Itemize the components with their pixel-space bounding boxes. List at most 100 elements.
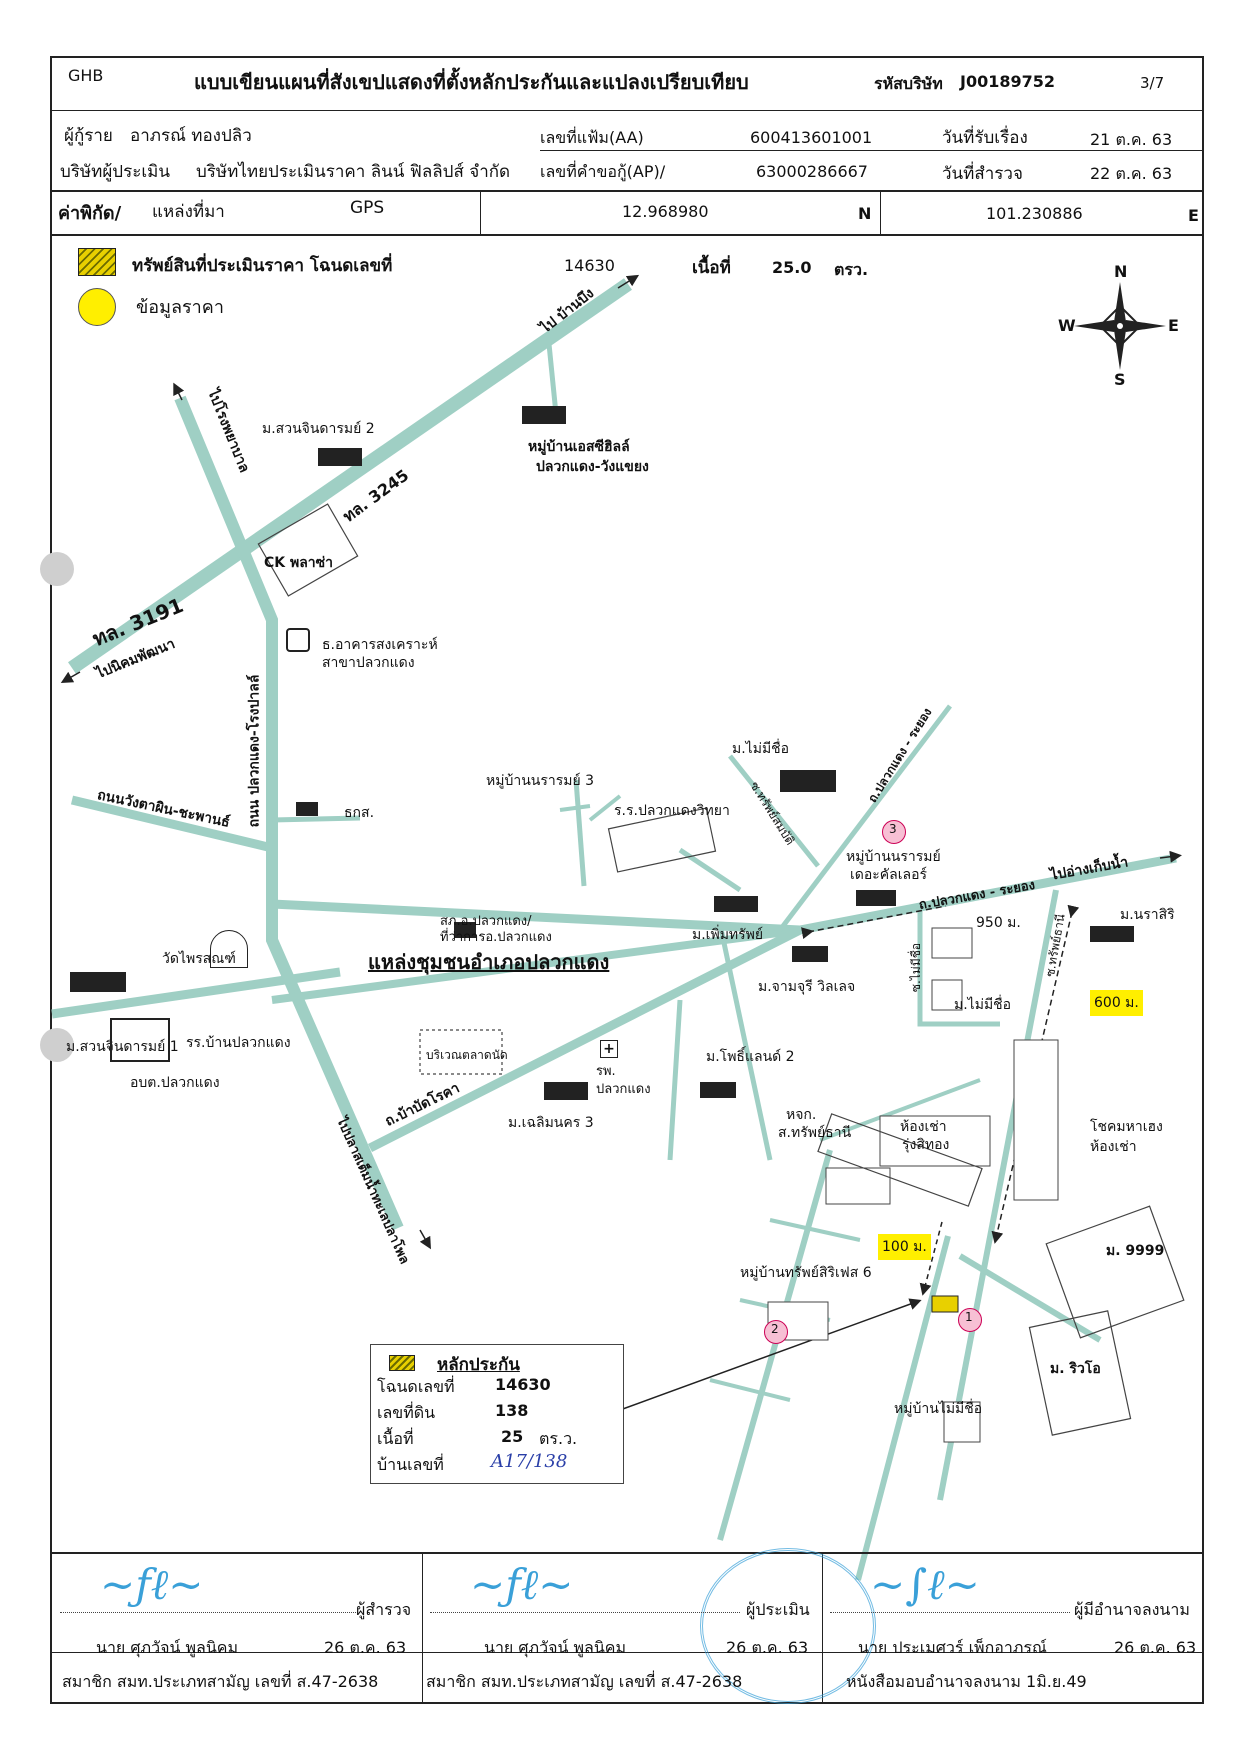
label-rivo: ม. ริวโอ — [1050, 1361, 1101, 1377]
label-school: ร.ร.ปลวกแดงวิทยา — [614, 803, 730, 819]
compass-e: E — [1168, 316, 1179, 335]
label-no-name-2: ม.ไม่มีชื่อ — [954, 997, 1012, 1013]
signature-line — [830, 1612, 1070, 1613]
divider — [50, 1552, 1204, 1554]
label-sc-hills: หมู่บ้านเอสซีฮิลล์ — [528, 439, 630, 455]
label-rd-pluak-rong: ถนน ปลวกแดง-โรงปาลล์ — [246, 674, 263, 828]
signature-note-1: สมาชิก สมท.ประเภทสามัญ เลขที่ ส.47-2638 — [62, 1672, 379, 1691]
label-m9999: ม. 9999 — [1106, 1243, 1165, 1259]
signature-1: ~ƒℓ~ — [100, 1560, 204, 1609]
price-marker-2-label: 2 — [771, 1322, 779, 1336]
signature-line — [430, 1612, 740, 1613]
price-info-label: ข้อมูลราคา — [136, 297, 224, 318]
divider — [880, 190, 881, 234]
label-market: บริเวณตลาดนัด — [426, 1048, 508, 1062]
label-chamchuri: ม.จามจุรี วิลเลจ — [758, 979, 856, 995]
label-hjk-2: ส.ทรัพย์ธานี — [778, 1125, 852, 1141]
label-school-2: รร.บ้านปลวกแดง — [186, 1035, 291, 1051]
form-frame — [50, 56, 1204, 1704]
label-district-1: สภ.อ.ปลวกแดง/ — [440, 914, 532, 929]
label-chok-2: ห้องเช่า — [1090, 1139, 1137, 1155]
label-ghb-1: ธ.อาคารสงเคราะห์ — [322, 637, 438, 653]
collateral-swatch-icon — [389, 1355, 415, 1371]
price-marker-2 — [764, 1320, 788, 1344]
signature-role-3: ผู้มีอำนาจลงนาม — [1074, 1600, 1190, 1619]
borrower-name: อาภรณ์ ทองปลิว — [130, 126, 252, 146]
company-code: J00189752 — [960, 72, 1056, 91]
collateral-land: 138 — [495, 1401, 529, 1420]
temple-icon — [210, 930, 248, 968]
page-number: 3/7 — [1140, 74, 1165, 92]
punch-hole — [40, 1028, 74, 1062]
label-sc-hills-2: ปลวกแดง-วังแขยง — [536, 459, 649, 475]
label-rent-1: ห้องเช่า — [900, 1119, 947, 1135]
label-suan-chan-2: ม.สวนจินดารมย์ 2 — [262, 421, 375, 437]
borrower-label: ผู้กู้ราย — [64, 126, 113, 146]
label-soi-no-name: ซ.ไม่มีชื่อ — [909, 942, 924, 993]
compass-s: S — [1114, 370, 1126, 389]
signature-role-1: ผู้สำรวจ — [356, 1600, 412, 1619]
signature-2: ~ƒℓ~ — [470, 1560, 574, 1609]
collateral-house: A17/138 — [491, 1451, 568, 1472]
form-code: GHB — [68, 66, 104, 85]
received-label: วันที่รับเรื่อง — [942, 128, 1028, 148]
coords-label: ค่าพิกัด/ — [58, 203, 122, 224]
collateral-land-label: เลขที่ดิน — [377, 1403, 436, 1422]
legend-area-label: เนื้อที่ — [692, 258, 731, 278]
company-code-label: รหัสบริษัท — [874, 74, 943, 93]
request-no-label: เลขที่คำขอกู้(AP)/ — [540, 162, 666, 181]
label-hospital-2: ปลวกแดง — [596, 1082, 651, 1097]
legend-deed: 14630 — [564, 256, 615, 275]
latitude-dir: N — [858, 204, 872, 223]
signature-name-1: นาย ศุภวัจน์ พูลนิคม — [96, 1638, 239, 1657]
label-600: 600 ม. — [1090, 990, 1143, 1016]
price-marker-3 — [882, 820, 906, 844]
property-label: ทรัพย์สินที่ประเมินราคา โฉนดเลขที่ — [132, 256, 393, 276]
collateral-house-label: บ้านเลขที่ — [377, 1455, 444, 1474]
divider — [422, 1552, 423, 1704]
label-chaloem: ม.เฉลิมนคร 3 — [508, 1115, 594, 1131]
collateral-deed: 14630 — [495, 1375, 551, 1394]
bank-icon — [286, 628, 310, 652]
label-community: แหล่งชุมชนอำเภอปลวกแดง — [368, 950, 610, 974]
company-seal — [700, 1548, 876, 1704]
collateral-area: 25 — [501, 1427, 524, 1446]
compass-w: W — [1058, 316, 1076, 335]
label-100: 100 ม. — [878, 1234, 931, 1260]
label-phothi: ม.โพธิ์แลนด์ 2 — [706, 1049, 795, 1065]
price-marker-1-label: 1 — [965, 1310, 973, 1324]
appraiser-label: บริษัทผู้ประเมิน — [60, 162, 170, 182]
label-hospital-1: รพ. — [596, 1064, 616, 1079]
label-sap-six: หมู่บ้านทรัพย์สิริเฟส 6 — [740, 1265, 872, 1281]
latitude: 12.968980 — [622, 202, 709, 221]
punch-hole — [40, 552, 74, 586]
signature-date-2: 26 ต.ค. 63 — [726, 1638, 809, 1657]
collateral-area-unit: ตร.ว. — [539, 1429, 578, 1448]
divider — [540, 150, 1204, 151]
form-title: แบบเขียนแผนที่สังเขปแสดงที่ตั้งหลักประกั… — [194, 70, 749, 94]
divider — [50, 234, 1204, 236]
label-district-2: ที่ว่าการอ.ปลวกแดง — [440, 930, 552, 945]
signature-3: ~∫ℓ~ — [870, 1560, 980, 1609]
label-chok-1: โชคมหาเฮง — [1090, 1119, 1163, 1135]
hospital-icon: + — [600, 1040, 618, 1058]
compass-icon — [1074, 282, 1166, 370]
label-hjk-1: หจก. — [786, 1107, 817, 1123]
divider — [50, 110, 1204, 111]
collateral-area-label: เนื้อที่ — [377, 1429, 414, 1448]
coords-source: GPS — [350, 198, 385, 218]
signature-date-1: 26 ต.ค. 63 — [324, 1638, 407, 1657]
price-marker-3-label: 3 — [889, 822, 897, 836]
survey-label: วันที่สำรวจ — [942, 164, 1023, 184]
price-info-icon — [78, 288, 116, 326]
signature-role-2: ผู้ประเมิน — [746, 1600, 810, 1619]
legend-area-unit: ตรว. — [834, 260, 869, 279]
label-naram-country-2: เดอะคัลเลอร์ — [850, 867, 928, 883]
received-date: 21 ต.ค. 63 — [1090, 130, 1173, 149]
label-narasiri: ม.นราสิริ — [1120, 907, 1175, 923]
label-no-name-3: หมู่บ้านไม่มีชื่อ — [894, 1401, 983, 1417]
label-baac: ธกส. — [344, 805, 375, 821]
coords-source-label: แหล่งที่มา — [152, 202, 225, 222]
label-rent-2: รุ่งสิทอง — [902, 1137, 950, 1153]
